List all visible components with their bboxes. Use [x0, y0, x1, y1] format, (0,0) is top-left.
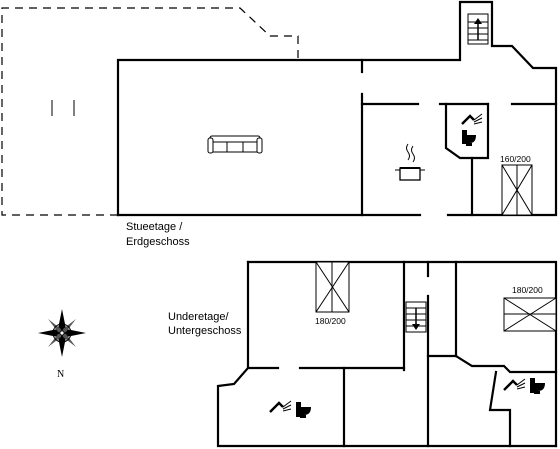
toilet-icon [462, 130, 476, 146]
bed-icon [503, 297, 557, 332]
ground-floor-walls [116, 0, 558, 217]
toilet-icon [530, 378, 545, 394]
bed-icon [315, 261, 350, 313]
floor-label-ground-line1: Stueetage / [126, 221, 183, 233]
bed-icon [501, 164, 533, 216]
compass-north-label: N [57, 369, 65, 380]
bed-size-label: 160/200 [500, 154, 531, 164]
floor-label-basement-line2: Untergeschoss [168, 325, 242, 337]
bed-size-label: 180/200 [512, 285, 543, 295]
shower-icon [503, 378, 526, 391]
bed-size-label: 180/200 [315, 316, 346, 326]
sofa-icon [207, 135, 263, 154]
basement-walls [216, 260, 558, 448]
stairs-icon [468, 18, 488, 41]
toilet-icon [296, 402, 311, 418]
shower-icon [461, 113, 483, 125]
cooking-pot-icon [395, 143, 425, 181]
shower-icon [269, 400, 292, 413]
terrace-outline [1, 7, 299, 216]
compass-rose-icon [38, 309, 86, 357]
floor-label-ground-line2: Erdgeschoss [126, 236, 190, 248]
stairs-icon [406, 307, 426, 330]
floor-label-basement-line1: Underetage/ [168, 311, 229, 323]
